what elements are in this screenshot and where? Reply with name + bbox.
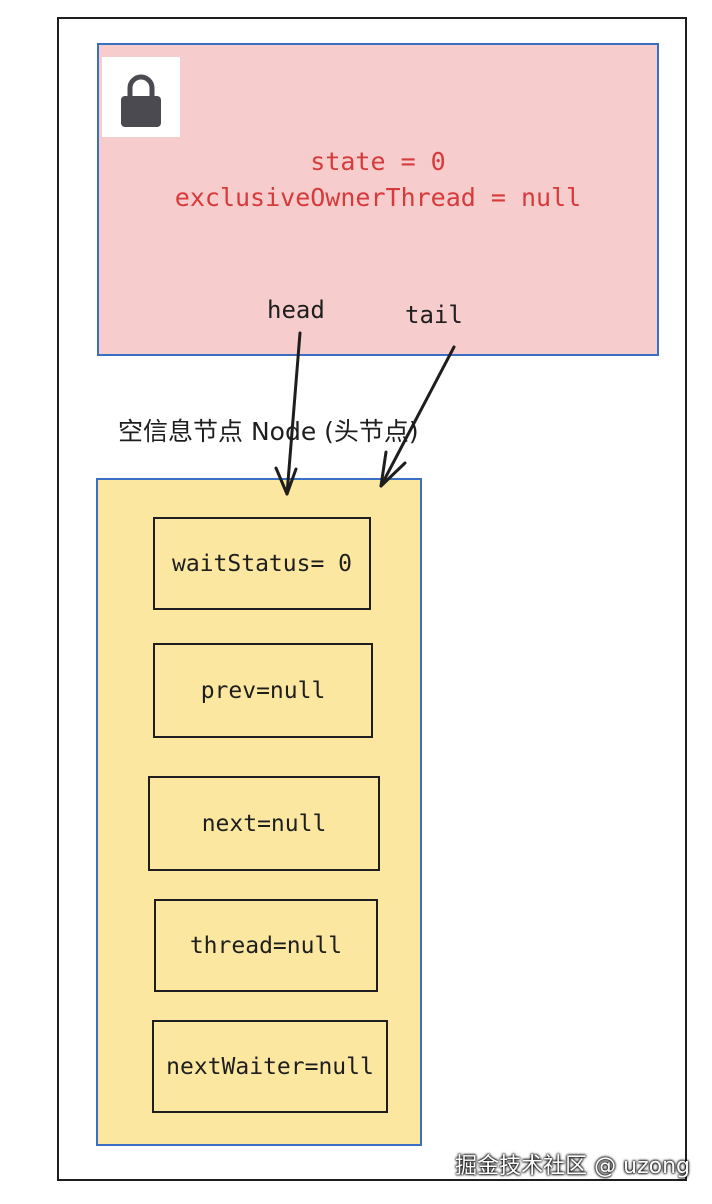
field-prev: prev=null [153, 643, 373, 738]
lock-icon [102, 57, 180, 137]
tail-arrow [379, 345, 456, 488]
head-arrow [274, 331, 302, 496]
owner-thread-text: exclusiveOwnerThread = null [174, 183, 582, 212]
state-text: state = 0 [310, 147, 446, 176]
field-thread: thread=null [154, 899, 378, 992]
field-next-waiter: nextWaiter=null [152, 1020, 388, 1113]
node-caption: 空信息节点 Node (头节点) [118, 417, 419, 446]
diagram-frame [57, 17, 687, 1181]
lock-state-box [97, 43, 659, 356]
field-wait-status: waitStatus= 0 [153, 517, 371, 610]
field-next: next=null [148, 776, 380, 871]
watermark: 掘金技术社区 @ uzong [455, 1154, 690, 1179]
node-box [96, 478, 422, 1146]
head-label: head [267, 296, 325, 324]
tail-label: tail [405, 301, 463, 329]
